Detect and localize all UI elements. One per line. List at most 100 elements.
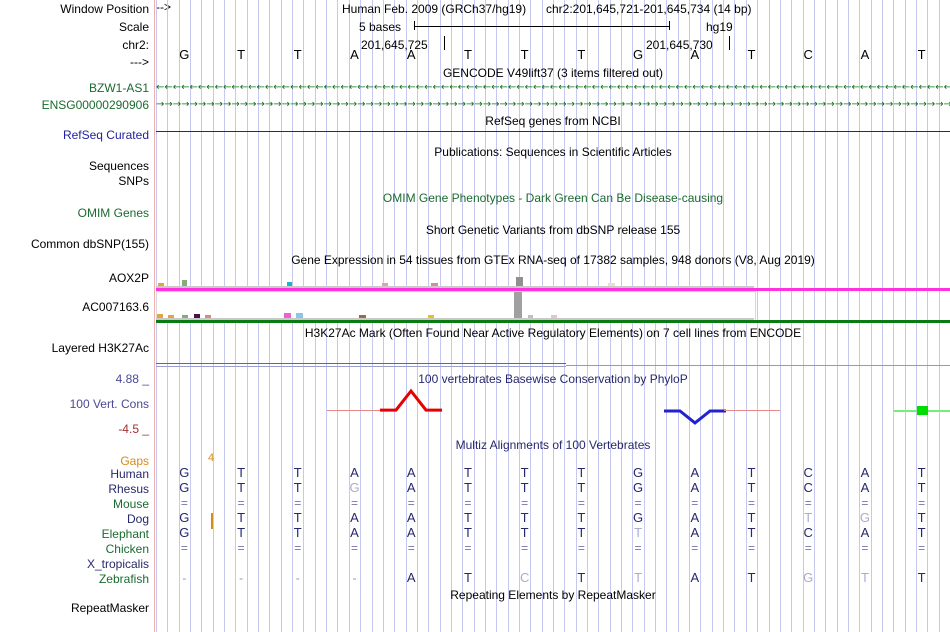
track-title-publications[interactable]: Publications: Sequences in Scientific Ar…: [434, 145, 672, 159]
gtex-expression-bar[interactable]: [182, 280, 187, 286]
alignment-base: =: [521, 496, 529, 510]
gtex-expression-bar[interactable]: [516, 277, 523, 286]
gtex-expression-bar[interactable]: [382, 283, 388, 286]
reference-base: G: [633, 47, 644, 62]
gene-arrows-bzw1-as1[interactable]: ←←←←←←←←←←←←←←←←←←←←←←←←←←←←←←←←←←←←←←←←…: [156, 82, 950, 93]
gtex-expression-bar[interactable]: [157, 314, 163, 318]
label-species-human[interactable]: Human: [110, 467, 149, 481]
gtex-expression-bar[interactable]: [528, 315, 533, 318]
label-scale[interactable]: Scale: [118, 20, 149, 34]
gtex-expression-bar[interactable]: [287, 282, 292, 286]
alignment-base: T: [577, 570, 586, 585]
alignment-base: -: [352, 571, 357, 585]
track-title-dbsnp[interactable]: Short Genetic Variants from dbSNP releas…: [425, 223, 681, 237]
track-title-multiz[interactable]: Multiz Alignments of 100 Vertebrates: [455, 438, 651, 452]
alignment-base: G: [179, 510, 190, 525]
conservation-trough[interactable]: [662, 409, 728, 429]
label-species-mouse[interactable]: Mouse: [112, 497, 149, 511]
label-sequences[interactable]: Sequences: [88, 159, 149, 173]
label-cons-title[interactable]: 100 Vert. Cons: [69, 397, 149, 411]
alignment-row[interactable]: ==============: [156, 541, 950, 555]
conservation-peak[interactable]: [916, 406, 928, 415]
alignment-base: T: [520, 525, 529, 540]
gtex-expression-bar[interactable]: [428, 315, 434, 318]
alignment-row[interactable]: ==============: [156, 496, 950, 510]
alignment-base: A: [690, 465, 700, 480]
alignment-base: G: [633, 465, 644, 480]
alignment-base: =: [804, 541, 812, 555]
gtex-expression-bar[interactable]: [359, 315, 366, 318]
gridline: [825, 0, 826, 632]
label-species-rhesus[interactable]: Rhesus: [108, 482, 149, 496]
label-species-dog[interactable]: Dog: [126, 512, 149, 526]
track-title-refseq[interactable]: RefSeq genes from NCBI: [485, 114, 621, 128]
alignment-base: T: [634, 525, 643, 540]
gtex-expression-bar[interactable]: [514, 292, 522, 318]
gridline: [939, 0, 940, 632]
gtex-expression-bar[interactable]: [296, 313, 303, 318]
track-title-phylop[interactable]: 100 vertebrates Basewise Conservation by…: [418, 372, 688, 386]
gtex-expression-bar[interactable]: [158, 283, 164, 286]
label-species-zebrafish[interactable]: Zebrafish: [98, 572, 149, 586]
conservation-mark[interactable]: [723, 410, 780, 411]
label-bzw1-as1[interactable]: BZW1-AS1: [88, 81, 149, 95]
alignment-base: A: [860, 465, 870, 480]
reference-base: A: [406, 47, 416, 62]
alignment-base: =: [861, 496, 869, 510]
position-range: chr2:201,645,721-201,645,734 (14 bp): [546, 2, 752, 16]
reference-base: T: [463, 47, 472, 62]
track-title-h3k27ac[interactable]: H3K27Ac Mark (Often Found Near Active Re…: [304, 326, 802, 340]
gridline: [769, 0, 770, 632]
alignment-base: =: [237, 541, 245, 555]
label-common-dbsnp[interactable]: Common dbSNP(155): [30, 237, 149, 251]
alignment-base: T: [747, 570, 756, 585]
gtex-expression-bar[interactable]: [284, 313, 291, 318]
label-species-x-tropicalis[interactable]: X_tropicalis: [86, 557, 149, 571]
gtex-ac007163-box[interactable]: [156, 291, 756, 322]
gtex-expression-bar[interactable]: [168, 315, 174, 318]
label-strand-arrow[interactable]: --->: [130, 55, 149, 69]
alignment-base: T: [237, 480, 246, 495]
label-ac007163[interactable]: AC007163.6: [82, 300, 149, 314]
track-title-repeatmasker[interactable]: Repeating Elements by RepeatMasker: [450, 588, 656, 602]
alignment-base: T: [917, 525, 926, 540]
label-repeatmasker[interactable]: RepeatMasker: [70, 601, 149, 615]
conservation-peak[interactable]: [378, 387, 444, 414]
ruler-tick-label-1: 201,645,725: [361, 38, 428, 52]
label-aox2p[interactable]: AOX2P: [108, 271, 149, 285]
gtex-expression-bar[interactable]: [431, 283, 438, 286]
conservation-mark[interactable]: [326, 410, 383, 411]
track-title-omim[interactable]: OMIM Gene Phenotypes - Dark Green Can Be…: [382, 191, 724, 205]
label-window-position[interactable]: Window Position: [60, 2, 149, 16]
label-refseq-curated[interactable]: RefSeq Curated: [62, 128, 149, 142]
gridline: [757, 0, 758, 632]
label-omim-genes[interactable]: OMIM Genes: [77, 206, 149, 220]
ruler-tick-mark-2: [729, 36, 730, 50]
gtex-expression-bar[interactable]: [182, 315, 188, 318]
label-gaps[interactable]: Gaps: [120, 454, 149, 468]
gap-marker-label: 4: [208, 452, 215, 464]
gene-arrows-ensg00000290906[interactable]: →→→→→→→→→→→→→→→→→→→→→→→→→→→→→→→→→→→→→→→→…: [156, 99, 950, 110]
label-species-elephant[interactable]: Elephant: [101, 527, 149, 541]
reference-base: T: [520, 47, 529, 62]
alignment-base: =: [577, 496, 585, 510]
label-chromosome[interactable]: chr2:: [122, 38, 149, 52]
gtex-expression-bar[interactable]: [205, 315, 211, 318]
track-title-gencode[interactable]: GENCODE V49lift37 (3 items filtered out): [442, 66, 664, 80]
alignment-base: G: [179, 465, 190, 480]
label-species-chicken[interactable]: Chicken: [105, 542, 149, 556]
label-ensg00000290906[interactable]: ENSG00000290906: [41, 98, 149, 112]
label-snps[interactable]: SNPs: [118, 174, 149, 188]
gtex-expression-bar[interactable]: [194, 314, 200, 318]
track-title-gtex[interactable]: Gene Expression in 54 tissues from GTEx …: [291, 253, 815, 267]
gtex-expression-bar[interactable]: [551, 315, 557, 318]
alignment-row[interactable]: [156, 556, 950, 570]
gtex-expression-bar[interactable]: [608, 283, 615, 286]
alignment-base: =: [407, 496, 415, 510]
label-layered-h3k27ac[interactable]: Layered H3K27Ac: [51, 341, 149, 355]
